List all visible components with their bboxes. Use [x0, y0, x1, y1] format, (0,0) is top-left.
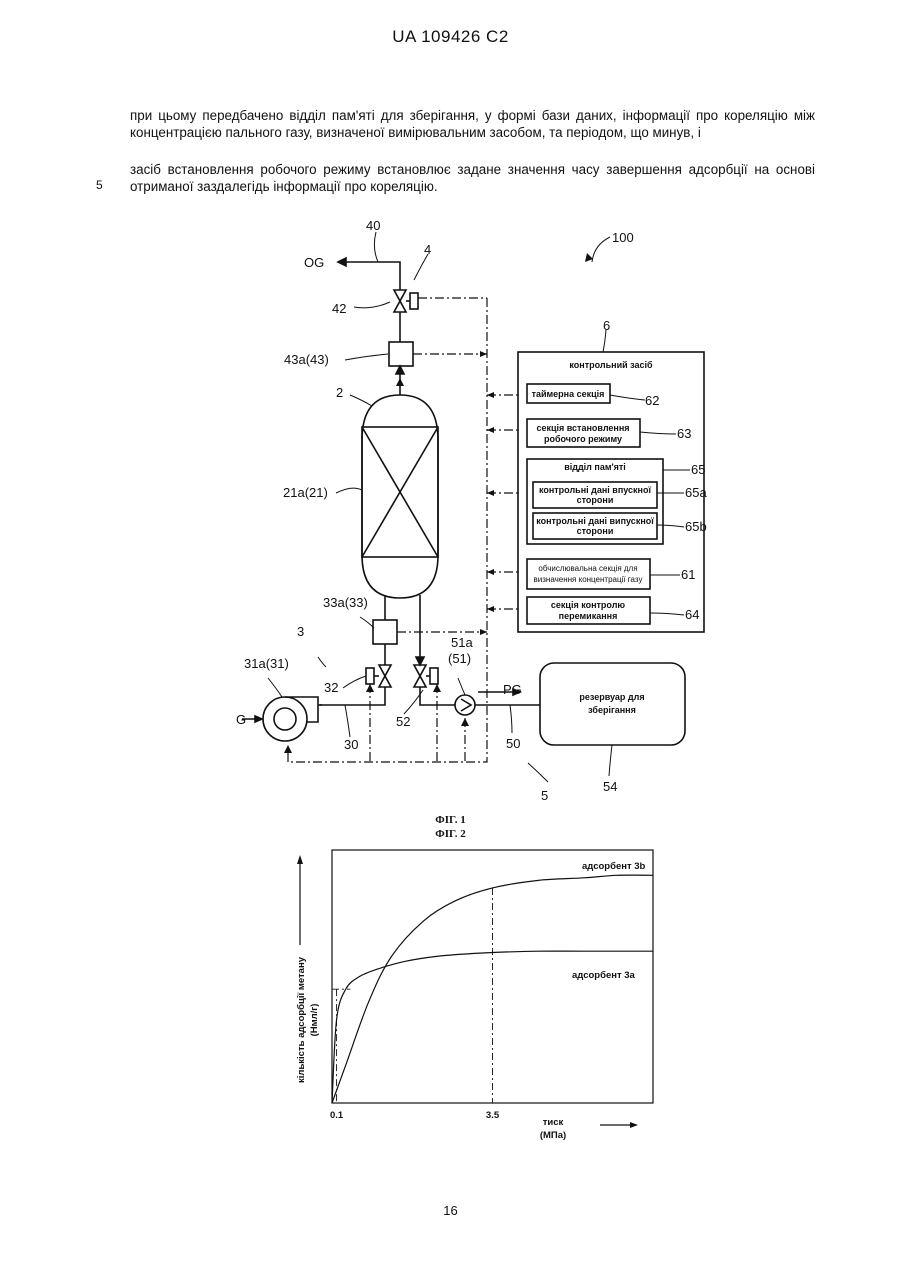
ref-65b: 65b	[685, 519, 707, 534]
x-axis-label-1: тиск	[543, 1117, 564, 1128]
section-61-label-1: обчислювальна секція для	[538, 564, 637, 573]
label-og: OG	[304, 255, 324, 270]
section-64-label-1: секція контролю	[551, 600, 626, 610]
ref-31: 31a(31)	[244, 656, 289, 671]
ref-33: 33a(33)	[323, 595, 368, 610]
figure-1-caption: ФІГ. 1	[0, 814, 901, 826]
ref-62: 62	[645, 393, 659, 408]
valve-52-actuator	[430, 668, 438, 684]
section-63-label-2: робочого режиму	[544, 434, 622, 444]
section-65b-label-1: контрольні дані випускної	[536, 516, 654, 526]
valve-32-icon	[379, 665, 391, 687]
figure-2-caption: ФІГ. 2	[0, 828, 901, 840]
section-65a-label-1: контрольні дані впускної	[539, 485, 652, 495]
ref-100: 100	[612, 230, 634, 245]
ref-64: 64	[685, 607, 699, 622]
ref-32: 32	[324, 680, 338, 695]
section-65b-label-2: сторони	[577, 526, 614, 536]
arrow-up-vessel	[396, 378, 404, 386]
ref-63: 63	[677, 426, 691, 441]
og-arrow	[338, 258, 346, 266]
control-unit-title: контрольний засіб	[569, 360, 653, 370]
valve-42-icon	[394, 290, 406, 312]
y-axis-label-1: кількість адсорбції метану	[296, 956, 307, 1083]
x-tick-label: 0.1	[330, 1110, 344, 1121]
adsorption-vessel	[362, 395, 438, 598]
arrow-down-outlet	[416, 657, 424, 665]
figure-2-chart: кількість адсорбції метану (Нмл/г) тиск …	[260, 845, 680, 1150]
x-tick-label: 3.5	[486, 1110, 500, 1121]
ref-51a: 51a	[451, 635, 473, 650]
ref-42: 42	[332, 301, 346, 316]
sensor-33-box	[373, 620, 397, 644]
signal-main-vertical	[288, 298, 487, 762]
series-label-3a: адсорбент 3a	[572, 970, 636, 981]
ref-4: 4	[424, 242, 431, 257]
ref-65: 65	[691, 462, 705, 477]
series-label-3b: адсорбент 3b	[582, 861, 646, 872]
og-outlet-line	[338, 262, 400, 290]
section-64-label-2: перемикання	[559, 611, 618, 621]
ref-51: (51)	[448, 651, 471, 666]
section-65-label: відділ пам'яті	[564, 462, 626, 472]
ref-52: 52	[396, 714, 410, 729]
label-pg: PG	[503, 682, 522, 697]
ref-54: 54	[603, 779, 617, 794]
valve-32-actuator	[366, 668, 374, 684]
label-g: G	[236, 712, 246, 727]
x-axis-label-2: (МПа)	[540, 1130, 566, 1141]
page-number: 16	[0, 1203, 901, 1218]
section-62-label: таймерна секція	[532, 389, 605, 399]
section-65a-label-2: сторони	[577, 495, 614, 505]
arrow-up-43	[396, 366, 404, 374]
storage-tank-54	[540, 663, 685, 745]
ref-40: 40	[366, 218, 380, 233]
ref-43: 43a(43)	[284, 352, 329, 367]
ref-30: 30	[344, 737, 358, 752]
sensor-43-box	[389, 342, 413, 366]
blower-31-icon	[263, 697, 307, 741]
tank-label-2: зберігання	[588, 705, 636, 715]
tank-label-1: резервуар для	[579, 692, 644, 702]
ref-61: 61	[681, 567, 695, 582]
ref-5: 5	[541, 788, 548, 803]
section-61-label-2: визначення концентрації газу	[534, 575, 643, 584]
ref-21: 21a(21)	[283, 485, 328, 500]
valve-52-icon	[414, 665, 426, 687]
ref-50: 50	[506, 736, 520, 751]
section-63-label-1: секція встановлення	[536, 423, 629, 433]
ref-6: 6	[603, 318, 610, 333]
y-axis-label-2: (Нмл/г)	[309, 1004, 320, 1037]
ref-2: 2	[336, 385, 343, 400]
valve-42-actuator	[410, 293, 418, 309]
ref-3: 3	[297, 624, 304, 639]
figure-1-diagram: 100 40 4 OG 42 43a(43) 2 21a(21) 33a(33)…	[0, 0, 901, 830]
ref-65a: 65a	[685, 485, 707, 500]
